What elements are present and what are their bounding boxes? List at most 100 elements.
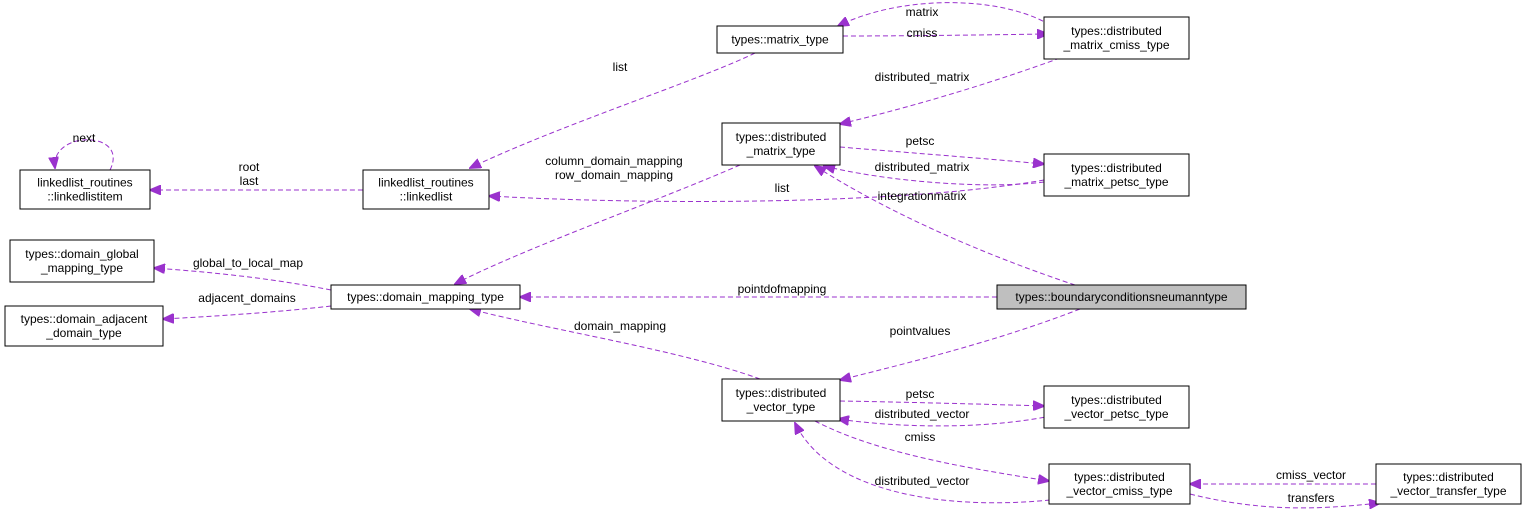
edge-label: petsc <box>906 134 935 148</box>
edge-line <box>840 308 1081 380</box>
edge-line <box>838 413 1061 427</box>
edge-label: petsc <box>906 387 935 401</box>
node-label: types::distributed <box>1074 470 1165 484</box>
edge-label: distributed_vector <box>875 407 970 421</box>
node-box[interactable] <box>362 169 490 210</box>
edge-pointvalues: pointvalues <box>840 308 1081 380</box>
edge-line <box>795 423 1051 504</box>
edge-cmiss-vector: cmiss_vector <box>1190 468 1377 484</box>
node-matrix-type[interactable]: types::matrix_type <box>716 25 844 54</box>
node-box[interactable] <box>1048 463 1191 505</box>
edge-label: last <box>240 174 259 188</box>
edge-line <box>470 309 761 380</box>
edge-line <box>55 139 114 171</box>
node-label: types::distributed <box>1071 161 1162 175</box>
node-linkedlist[interactable]: linkedlist_routines::linkedlist <box>362 169 490 210</box>
edge-list-petsc: list <box>489 179 1045 202</box>
edge-cmiss-vector-edge: cmiss <box>814 420 1049 481</box>
edge-line <box>840 57 1061 124</box>
edge-label: root <box>239 160 260 174</box>
edge-label: distributed_matrix <box>875 70 970 84</box>
edge-line <box>455 164 741 284</box>
edge-line <box>154 268 332 291</box>
node-label: types::distributed <box>1403 470 1494 484</box>
node-linkedlistitem[interactable]: linkedlist_routines::linkedlistitem <box>19 169 151 210</box>
node-label: _matrix_cmiss_type <box>1062 38 1169 52</box>
edge-petsc-vector: petsc <box>839 387 1044 406</box>
node-dist-vector[interactable]: types::distributed_vector_type <box>721 378 841 422</box>
edge-line <box>838 2 1051 26</box>
node-box[interactable] <box>721 122 841 166</box>
edge-matrix: matrix <box>838 2 1051 26</box>
node-domain-mapping[interactable]: types::domain_mapping_type <box>330 284 521 310</box>
node-domain-global[interactable]: types::domain_global_mapping_type <box>9 239 155 283</box>
node-box[interactable] <box>1043 385 1190 429</box>
edge-integrationmatrix: integrationmatrix <box>815 166 1076 286</box>
edge-line <box>1189 493 1380 508</box>
node-label: types::domain_global <box>25 247 138 261</box>
edge-line <box>814 420 1049 481</box>
edge-cmiss-matrix: cmiss <box>842 26 1048 40</box>
node-label: types::distributed <box>1071 24 1162 38</box>
edge-label: adjacent_domains <box>198 291 295 305</box>
node-label: types::distributed <box>736 130 827 144</box>
edge-label: matrix <box>906 5 939 19</box>
node-dist-matrix-cmiss[interactable]: types::distributed_matrix_cmiss_type <box>1043 16 1190 60</box>
edge-line <box>842 34 1048 36</box>
edge-label: next <box>73 131 96 145</box>
node-label: _domain_type <box>45 326 122 340</box>
node-label: ::linkedlistitem <box>47 190 122 204</box>
edge-line <box>470 52 756 168</box>
node-box[interactable] <box>716 25 844 54</box>
edge-label: cmiss <box>905 430 936 444</box>
edge-line <box>839 400 1044 406</box>
edge-label: integrationmatrix <box>878 189 967 203</box>
edge-label: transfers <box>1288 491 1335 505</box>
node-label: _vector_transfer_type <box>1389 484 1506 498</box>
node-label: linkedlist_routines <box>378 176 473 190</box>
node-box[interactable] <box>4 305 164 347</box>
node-box[interactable] <box>330 284 521 310</box>
edge-label: domain_mapping <box>574 319 666 333</box>
node-bc-neumann[interactable]: types::boundaryconditionsneumanntype <box>996 284 1247 310</box>
node-label: types::distributed <box>736 386 827 400</box>
node-box[interactable] <box>996 284 1247 310</box>
node-box[interactable] <box>1043 153 1190 197</box>
edge-adjacent-domains: adjacent_domains <box>163 291 332 319</box>
node-box[interactable] <box>721 378 841 422</box>
edge-next: next <box>55 131 114 171</box>
edge-label: column_domain_mapping <box>545 154 682 168</box>
node-label: _vector_cmiss_type <box>1065 484 1172 498</box>
edge-line <box>839 146 1044 164</box>
node-label: _matrix_petsc_type <box>1063 175 1168 189</box>
node-dist-vector-petsc[interactable]: types::distributed_vector_petsc_type <box>1043 385 1190 429</box>
node-box[interactable] <box>1375 463 1522 505</box>
edge-distributed-matrix-cmiss: distributed_matrix <box>840 57 1061 124</box>
node-box[interactable] <box>9 239 155 283</box>
node-dist-vector-cmiss[interactable]: types::distributed_vector_cmiss_type <box>1048 463 1191 505</box>
node-label: types::domain_mapping_type <box>347 290 504 304</box>
edge-label: pointvalues <box>890 324 951 338</box>
edge-global-to-local-map: global_to_local_map <box>154 256 332 291</box>
node-label: types::domain_adjacent <box>21 312 148 326</box>
node-dist-matrix[interactable]: types::distributed_matrix_type <box>721 122 841 166</box>
node-domain-adjacent[interactable]: types::domain_adjacent_domain_type <box>4 305 164 347</box>
edge-label: list <box>775 181 790 195</box>
edge-label: cmiss_vector <box>1276 468 1346 482</box>
node-box[interactable] <box>1043 16 1190 60</box>
node-label: _vector_petsc_type <box>1063 407 1168 421</box>
edge-label: global_to_local_map <box>193 256 303 270</box>
nodes-layer: types::matrix_typetypes::distributed_mat… <box>4 16 1522 505</box>
node-dist-matrix-petsc[interactable]: types::distributed_matrix_petsc_type <box>1043 153 1190 197</box>
node-label: types::matrix_type <box>731 33 829 47</box>
node-label: _mapping_type <box>40 261 123 275</box>
edge-distributed-vector-petsc: distributed_vector <box>838 407 1061 427</box>
node-label: types::boundaryconditionsneumanntype <box>1015 290 1227 304</box>
node-box[interactable] <box>19 169 151 210</box>
edge-label: row_domain_mapping <box>555 168 673 182</box>
node-label: linkedlist_routines <box>37 176 132 190</box>
node-dist-vector-transfer[interactable]: types::distributed_vector_transfer_type <box>1375 463 1522 505</box>
